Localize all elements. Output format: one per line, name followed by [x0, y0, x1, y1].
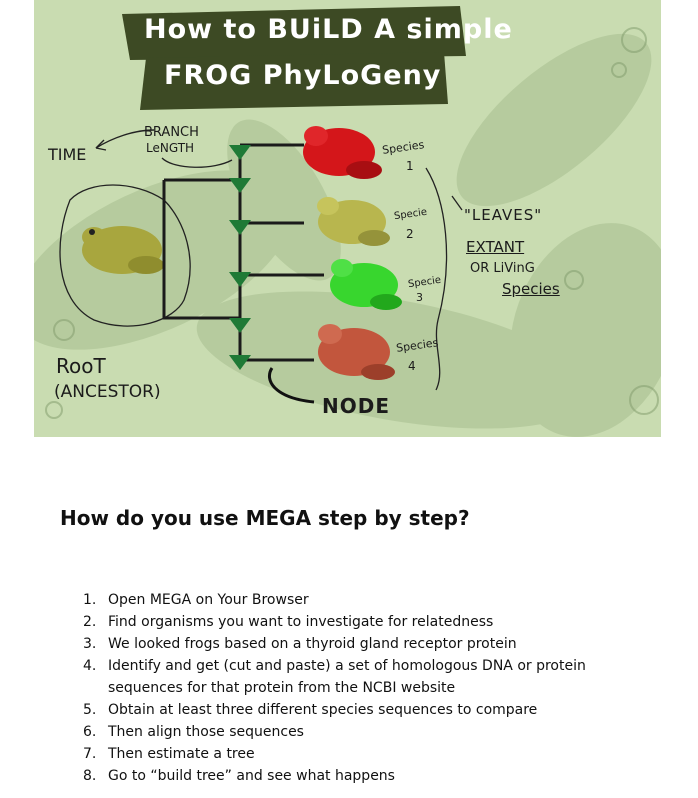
step-text: Obtain at least three different species … — [108, 702, 538, 718]
or-living-label: OR LiVinG — [470, 261, 535, 276]
step-text: Then align those sequences — [108, 724, 304, 740]
background-frog-silhouettes — [34, 33, 661, 437]
list-item: 8. Go to “build tree” and see what happe… — [83, 765, 643, 787]
list-item: 3. We looked frogs based on a thyroid gl… — [83, 633, 643, 655]
step-number: 8. — [83, 768, 97, 784]
step-text: Then estimate a tree — [108, 746, 255, 762]
illustration-art — [34, 6, 661, 437]
yellow-frog-icon — [317, 197, 390, 246]
step-text: Go to “build tree” and see what happens — [108, 768, 395, 784]
page-heading: How do you use MEGA step by step? — [60, 506, 470, 530]
species-3-number: 3 — [416, 291, 423, 304]
time-arrow — [95, 129, 155, 149]
step-text: We looked frogs based on a thyroid gland… — [108, 636, 517, 652]
steps-list: 1. Open MEGA on Your Browser 2. Find org… — [83, 589, 643, 787]
title-banner — [122, 6, 466, 110]
step-number: 4. — [83, 658, 97, 674]
species-label: Species — [502, 280, 560, 298]
red-frog-icon — [303, 126, 382, 179]
step-text: Identify and get (cut and paste) a set o… — [108, 658, 586, 696]
step-number: 1. — [83, 592, 97, 608]
green-frog-icon — [330, 259, 402, 310]
step-number: 7. — [83, 746, 97, 762]
list-item: 2. Find organisms you want to investigat… — [83, 611, 643, 633]
background-bubbles — [45, 27, 659, 419]
title-line-1: How to BUiLD A simple — [144, 14, 513, 45]
species-1-number: 1 — [406, 159, 414, 173]
time-label: TIME — [48, 145, 87, 164]
branch-length-bracket — [161, 157, 233, 168]
step-number: 5. — [83, 702, 97, 718]
leaves-brace — [425, 167, 448, 391]
leaves-label: "LEAVES" — [464, 206, 543, 224]
node-pointer — [267, 367, 315, 404]
ancestor-label: (ANCESTOR) — [54, 382, 161, 402]
species-2-number: 2 — [406, 227, 414, 241]
list-item: 6. Then align those sequences — [83, 721, 643, 743]
ancestor-frog-icon — [82, 226, 164, 274]
step-text: Open MEGA on Your Browser — [108, 592, 309, 608]
branch-length-label-1: BRANCH — [144, 125, 199, 140]
title-line-2: FROG PhyLoGeny — [164, 60, 442, 91]
list-item: 4. Identify and get (cut and paste) a se… — [83, 655, 643, 699]
brown-frog-icon — [318, 324, 395, 380]
branch-length-label-2: LeNGTH — [146, 141, 195, 155]
step-number: 6. — [83, 724, 97, 740]
step-number: 3. — [83, 636, 97, 652]
list-item: 5. Obtain at least three different speci… — [83, 699, 643, 721]
node-label: NODE — [322, 394, 391, 418]
ancestor-outline — [59, 184, 191, 327]
step-text: Find organisms you want to investigate f… — [108, 614, 494, 630]
root-label: RooT — [56, 354, 106, 378]
list-item: 7. Then estimate a tree — [83, 743, 643, 765]
extant-label: EXTANT — [466, 238, 525, 256]
species-4-number: 4 — [408, 359, 416, 373]
frog-phylogeny-illustration: How to BUiLD A simple FROG PhyLoGeny TIM… — [34, 0, 661, 437]
list-item: 1. Open MEGA on Your Browser — [83, 589, 643, 611]
tree-nodes — [229, 145, 251, 370]
step-number: 2. — [83, 614, 97, 630]
